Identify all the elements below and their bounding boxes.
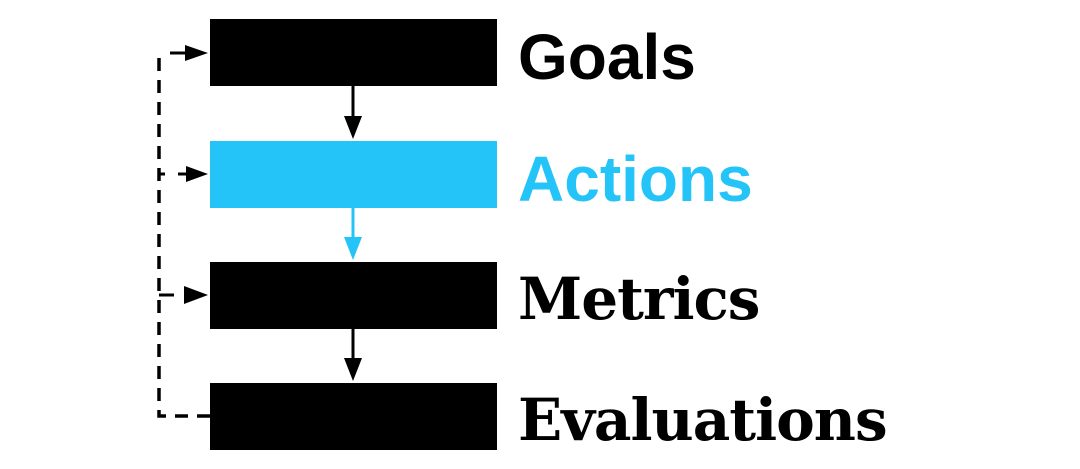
- metrics-label: Metrics: [518, 265, 760, 333]
- evaluations-box: [210, 383, 497, 450]
- arrowhead-to-actions: [186, 166, 208, 182]
- actions-label: Actions: [518, 143, 753, 215]
- goals-box: [210, 19, 497, 86]
- feedback-loop: [157, 45, 210, 418]
- arrowhead-to-metrics: [184, 286, 208, 304]
- metrics-box: [210, 262, 497, 329]
- goals-label: Goals: [518, 21, 696, 93]
- arrowhead-to-goals: [185, 45, 208, 61]
- evaluations-label: Evaluations: [518, 386, 888, 454]
- actions-box: [210, 141, 497, 208]
- arrow-actions-to-metrics: [344, 208, 362, 260]
- arrow-goals-to-actions: [344, 86, 362, 139]
- arrow-metrics-to-evaluations: [344, 329, 362, 381]
